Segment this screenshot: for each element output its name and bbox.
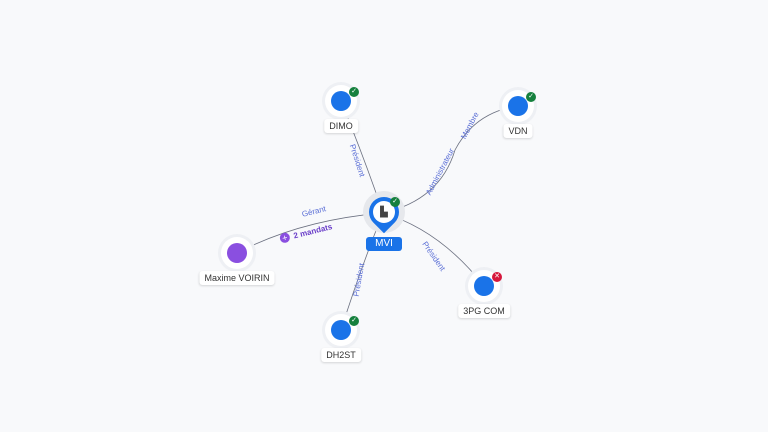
node-label: 3PG COM <box>458 304 510 318</box>
close-icon: ✕ <box>492 272 502 282</box>
node-label: DIMO <box>324 119 358 133</box>
edge-vdn <box>382 105 519 214</box>
node-label: DH2ST <box>321 348 361 362</box>
node-label: VDN <box>503 124 533 138</box>
building-icon <box>331 320 351 340</box>
center-label: MVI <box>366 237 402 251</box>
building-icon <box>331 91 351 111</box>
check-icon: ✓ <box>349 87 359 97</box>
building-icon <box>508 96 528 116</box>
check-icon: ✓ <box>349 316 359 326</box>
building-icon: ▙ <box>373 201 395 223</box>
person-icon <box>227 243 247 263</box>
building-icon <box>474 276 494 296</box>
node-label: Maxime VOIRIN <box>199 271 275 285</box>
check-icon: ✓ <box>526 92 536 102</box>
check-icon: ✓ <box>390 197 400 207</box>
